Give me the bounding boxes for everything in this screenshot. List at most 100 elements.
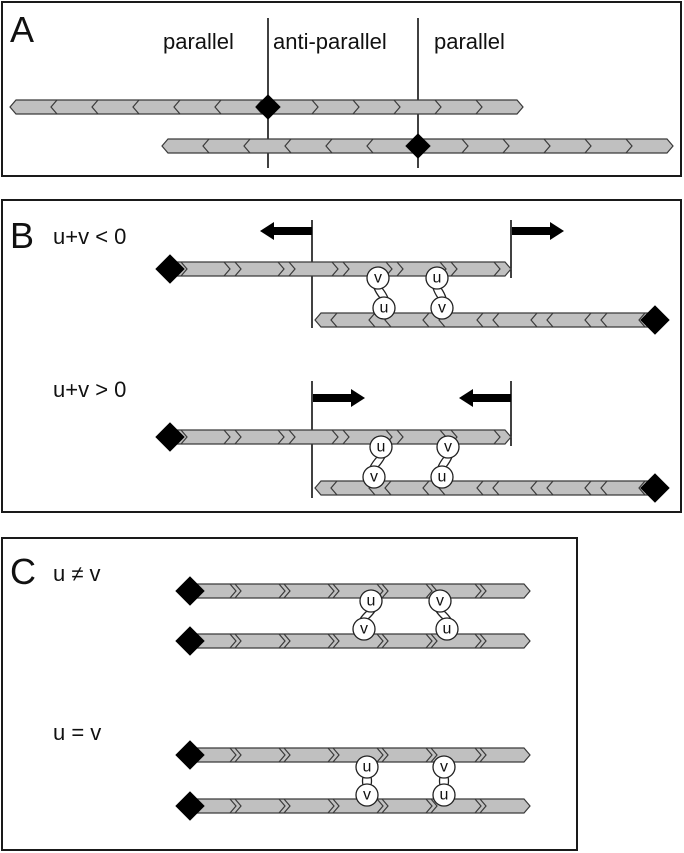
strand-chevron-right [283, 633, 291, 649]
strand-chevron-right [479, 798, 487, 814]
strand-chevron-right [283, 798, 291, 814]
residue-circle [352, 617, 376, 641]
strand-chevron-right [288, 429, 296, 445]
strand-body [314, 312, 656, 328]
strand-chevron-left [476, 480, 484, 496]
condition-label-sum-positive: u+v > 0 [53, 377, 126, 402]
strand-chevron-right [352, 99, 360, 115]
region-label-parallel-left: parallel [163, 29, 234, 54]
terminus-diamond-icon [175, 626, 205, 656]
contact-pair: uv [355, 755, 379, 807]
residue-circle [366, 266, 390, 290]
strand-chevron-right [502, 138, 510, 154]
strand-chevron-right [234, 583, 242, 599]
strand-chevron-right [277, 261, 285, 277]
residue-label: u [443, 621, 452, 638]
strand-chevron-right [288, 261, 296, 277]
strand-chevron-right [331, 429, 339, 445]
strand-chevron-left [584, 480, 592, 496]
strand-chevron-left [366, 138, 374, 154]
terminus-diamond-icon [175, 740, 205, 770]
strand-chevron-left [476, 312, 484, 328]
strand-chevron-left [91, 99, 99, 115]
strand-chevron-left [284, 138, 292, 154]
strand-chevron-right [430, 798, 438, 814]
strand-chevron-right [425, 747, 433, 763]
direction-arrow-left [260, 222, 312, 240]
residue-circle [425, 266, 449, 290]
strand-chevron-left [600, 480, 608, 496]
strand-chevron-right [381, 633, 389, 649]
strand-chevron-right [311, 99, 319, 115]
terminus-diamond-icon [255, 94, 281, 120]
strand-chevron-right [430, 747, 438, 763]
strand-chevron-left [530, 312, 538, 328]
strand-chevron-right [393, 99, 401, 115]
terminus-diamond-icon [175, 576, 205, 606]
residue-label: u [438, 469, 447, 486]
residue-label: u [367, 593, 376, 610]
residue-label: u [433, 270, 442, 287]
direction-arrow-right [512, 222, 564, 240]
strand-chevron-right [277, 429, 285, 445]
strand-chevron-right [327, 798, 335, 814]
strand-chevron-right [327, 583, 335, 599]
strand-chevron-right [396, 261, 404, 277]
residue-label: u [440, 787, 449, 804]
strand-chevron-right [332, 583, 340, 599]
strand-body [314, 480, 656, 496]
residue-label: v [438, 300, 446, 317]
strand-chevron-right [234, 747, 242, 763]
strand-chevron-left [584, 312, 592, 328]
panel-b2-strand-bottom [314, 480, 656, 496]
residue-label: u [363, 759, 372, 776]
strand-chevron-right [234, 261, 242, 277]
strand-chevron-right [381, 583, 389, 599]
strand-chevron-right [625, 138, 633, 154]
strand-chevron-right [283, 747, 291, 763]
strand-chevron-right [479, 583, 487, 599]
strand-chevron-left [50, 99, 58, 115]
terminus-diamond-icon [640, 473, 670, 503]
region-label-parallel-right: parallel [434, 29, 505, 54]
strand-chevron-right [229, 633, 237, 649]
strand-chevron-right [425, 633, 433, 649]
strand-chevron-right [327, 633, 335, 649]
strand-chevron-right [381, 798, 389, 814]
residue-circle [362, 465, 386, 489]
residue-circle [355, 783, 379, 807]
strand-chevron-right [474, 747, 482, 763]
strand-chevron-left [173, 99, 181, 115]
strand-chevron-right [332, 747, 340, 763]
strand-chevron-left [243, 138, 251, 154]
strand-chevron-right [584, 138, 592, 154]
strand-chevron-left [546, 480, 554, 496]
strand-chevron-left [422, 480, 430, 496]
strand-chevron-left [214, 99, 222, 115]
strand-chevron-left [530, 480, 538, 496]
strand-chevron-right [234, 633, 242, 649]
residue-circle [432, 755, 456, 779]
strand-chevron-left [368, 312, 376, 328]
panel-b1-strand-top [175, 261, 512, 277]
strand-chevron-right [376, 633, 384, 649]
condition-label-unequal: u ≠ v [53, 561, 101, 586]
strand-chevron-right [493, 261, 501, 277]
strand-chevron-right [331, 261, 339, 277]
panel-b-frame [1, 199, 682, 513]
strand-chevron-right [278, 798, 286, 814]
residue-label: v [370, 469, 378, 486]
terminus-diamond-icon [405, 133, 431, 159]
strand-chevron-right [234, 798, 242, 814]
panel-a-letter: A [10, 9, 34, 50]
strand-chevron-left [384, 480, 392, 496]
strand-chevron-right [474, 798, 482, 814]
contact-pair: vu [366, 266, 396, 320]
residue-label: v [436, 593, 444, 610]
strand-chevron-right [278, 747, 286, 763]
strand-chevron-right [474, 633, 482, 649]
residue-circle [369, 435, 393, 459]
strand-chevron-right [475, 99, 483, 115]
strand-chevron-right [381, 747, 389, 763]
strand-chevron-left [492, 480, 500, 496]
